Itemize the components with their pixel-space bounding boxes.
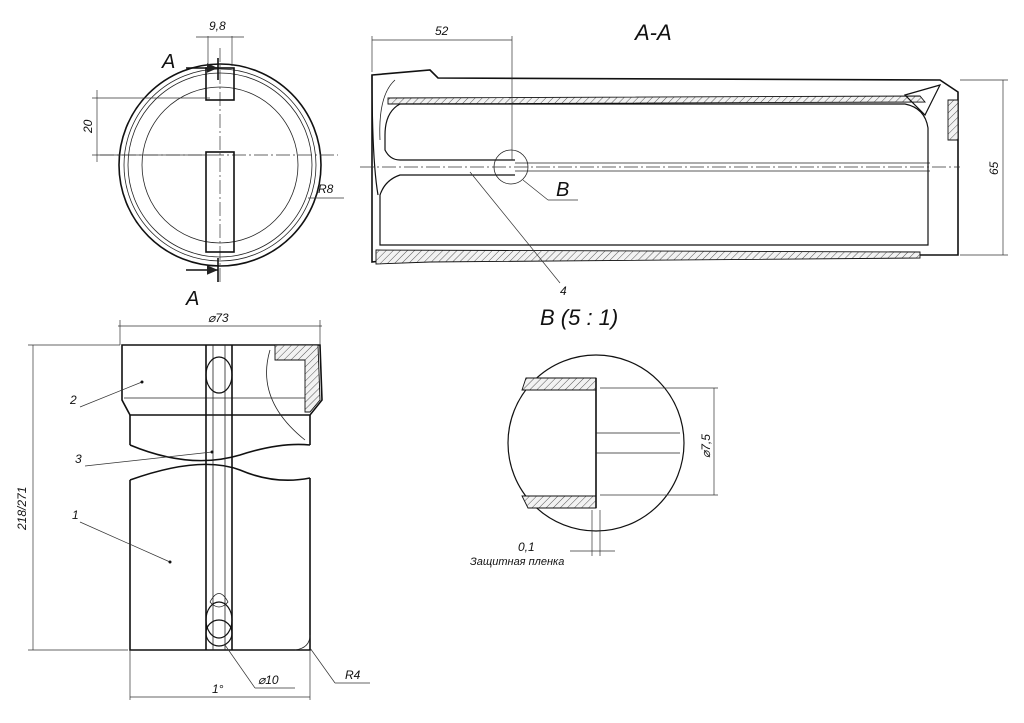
dim-diameter-73: ⌀73 [208,311,229,325]
dim-slot-width: 9,8 [209,19,226,33]
dim-depth-52: 52 [435,24,449,38]
side-view: ⌀73 218/271 1° ⌀10 R4 2 3 1 [15,311,370,700]
section-mark-top: A [161,51,175,73]
dim-diameter-7-5: ⌀7,5 [699,434,713,458]
dim-length: 218/271 [15,487,29,531]
section-a-a: A-A B 52 65 4 [360,20,1008,298]
detail-title: B (5 : 1) [540,305,618,330]
dim-pin-diameter: ⌀10 [258,673,279,687]
section-title: A-A [633,20,672,45]
dim-radius-r4: R4 [345,668,361,682]
top-view: 9,8 20 R8 A A [81,19,344,310]
dim-vertical-20: 20 [81,119,95,134]
dim-height-65: 65 [987,161,1001,175]
dim-angle: 1° [212,682,224,696]
dim-radius-r8: R8 [318,182,334,196]
detail-view-b: B (5 : 1) ⌀7,5 0,1 Защитная пленка [470,305,718,568]
part-ref-3: 3 [75,452,82,466]
section-mark-bottom: A [185,288,199,310]
part-ref-1: 1 [72,508,79,522]
film-label: Защитная пленка [470,556,564,568]
part-ref-2: 2 [69,393,77,407]
part-ref-4: 4 [560,284,567,298]
detail-mark-b: B [556,179,569,201]
dim-film-thickness: 0,1 [518,540,535,554]
